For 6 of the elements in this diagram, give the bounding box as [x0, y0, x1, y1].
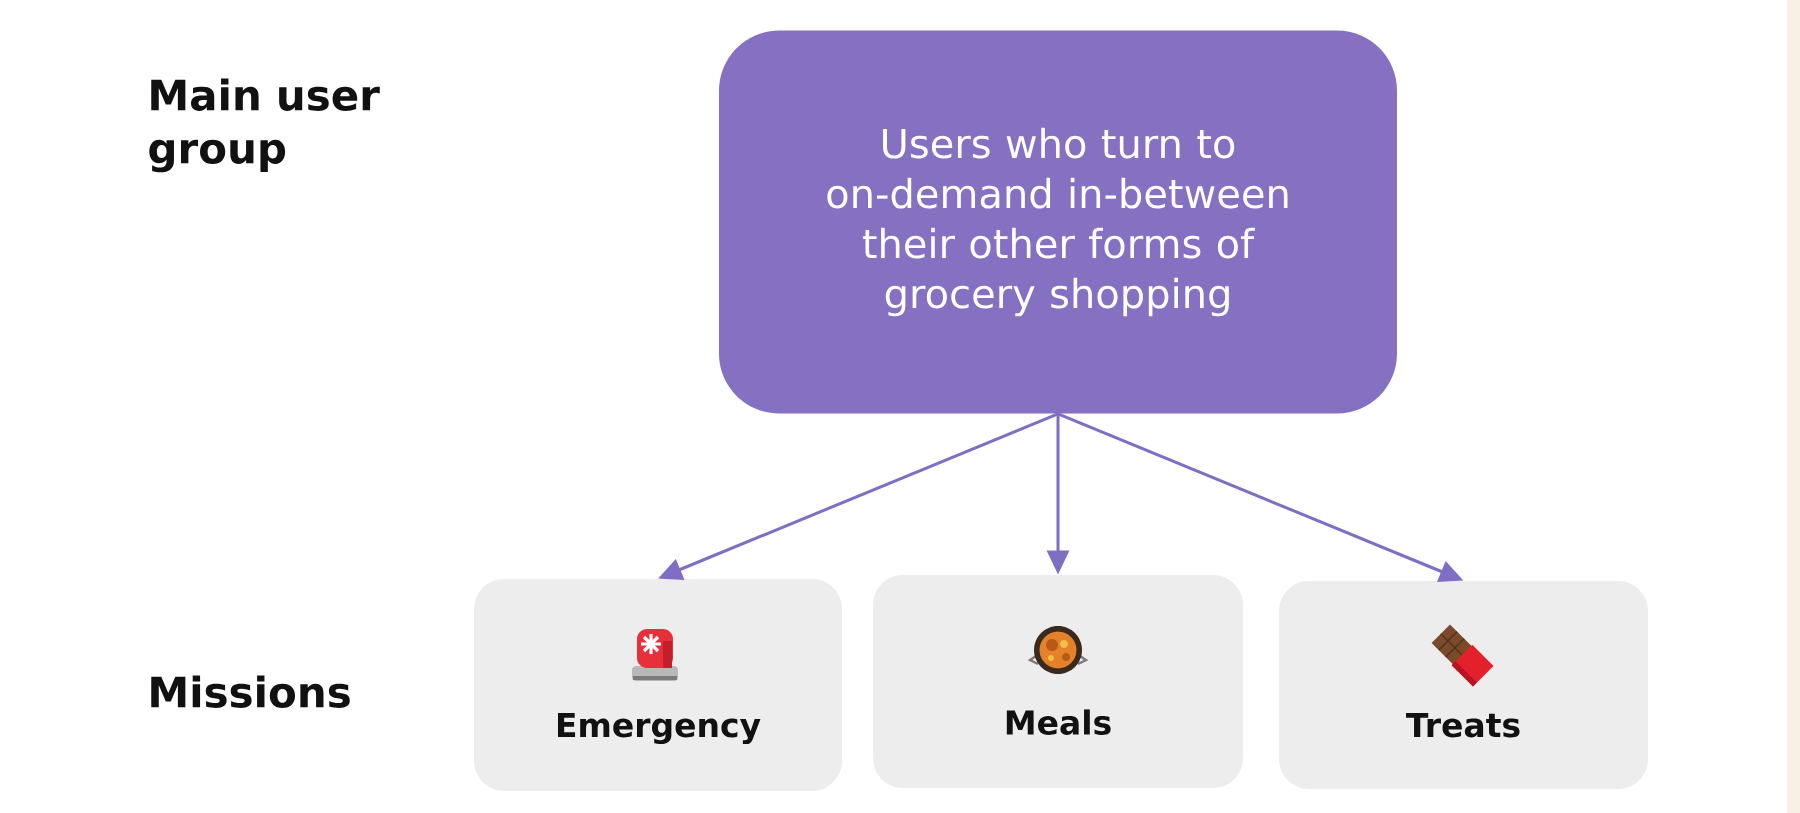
mission-card: Meals: [873, 575, 1243, 788]
group-box: Users who turn to on-demand in-between their other forms of grocery shopping: [719, 30, 1397, 414]
row-label: Missions: [151, 675, 350, 708]
mission-card: Emergency: [474, 579, 842, 791]
mission-card: Treats: [1279, 581, 1648, 789]
row-label: Main user group: [149, 78, 380, 173]
